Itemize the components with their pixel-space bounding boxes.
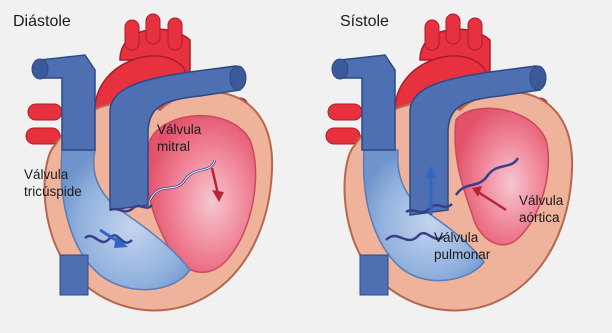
mitral-valve-label: Válvula mitral xyxy=(157,121,201,155)
systole-title: Sístole xyxy=(340,13,389,31)
pulmonary-valve-label: Válvula pulmonar xyxy=(434,229,490,263)
aortic-valve-label: Válvula aórtica xyxy=(519,192,563,226)
diastole-title: Diástole xyxy=(13,13,71,31)
tricuspid-valve-label: Válvula tricúspide xyxy=(24,166,82,200)
pulmonary-veins-left xyxy=(26,104,62,144)
systole-heart-illustration xyxy=(306,0,612,333)
pulmonary-veins-left xyxy=(326,104,362,144)
